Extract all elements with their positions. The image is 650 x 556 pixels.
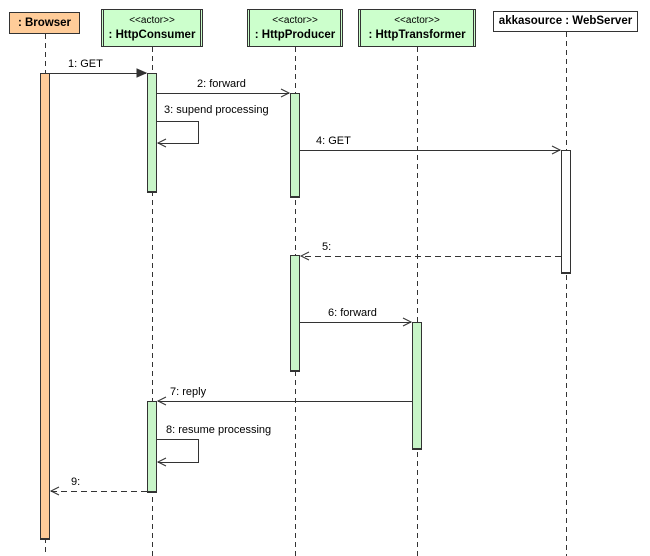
participant-http-producer: <<actor>> : HttpProducer (247, 9, 343, 47)
self-message-line-msg-8 (157, 439, 199, 463)
activation-bar-consumer-activation-2 (147, 401, 157, 493)
message-arrowhead-msg-6 (402, 317, 413, 327)
message-label-msg-7: 7: reply (170, 386, 207, 398)
participant-stereotype: <<actor>> (394, 14, 440, 26)
message-arrowhead-msg-1 (136, 68, 148, 78)
participant-webserver: akkasource : WebServer (493, 11, 638, 32)
participant-name: : Browser (17, 16, 72, 29)
activation-bar-transformer-activation (412, 322, 422, 450)
activation-bar-browser-activation (40, 73, 50, 540)
participant-name: akkasource : WebServer (498, 15, 633, 27)
message-arrowhead-msg-9 (49, 486, 60, 496)
message-label-msg-6: 6: forward (328, 307, 377, 319)
participant-http-transformer: <<actor>> : HttpTransformer (358, 9, 476, 47)
message-label-msg-1: 1: GET (68, 58, 103, 70)
activation-bar-producer-activation-2 (290, 255, 300, 372)
participant-http-consumer: <<actor>> : HttpConsumer (101, 9, 203, 47)
message-arrowhead-msg-2 (280, 88, 291, 98)
active-object-left-edge (249, 10, 250, 46)
participant-stereotype: <<actor>> (129, 14, 175, 26)
participant-name: : HttpProducer (254, 28, 336, 41)
message-label-msg-9: 9: (71, 476, 81, 488)
message-label-msg-3: 3: supend processing (164, 104, 269, 116)
message-arrowhead-msg-7 (156, 396, 167, 406)
message-label-msg-2: 2: forward (197, 78, 246, 90)
active-object-right-edge (200, 10, 201, 46)
self-message-line-msg-3 (157, 121, 199, 144)
participant-stereotype: <<actor>> (272, 14, 318, 26)
active-object-right-edge (473, 10, 474, 46)
participant-name: : HttpTransformer (368, 28, 466, 41)
message-label-msg-8: 8: resume processing (166, 424, 272, 436)
participant-name: : HttpConsumer (108, 28, 196, 41)
message-label-msg-5: 5: (322, 241, 332, 253)
active-object-left-edge (360, 10, 361, 46)
activation-bar-webserver-activation (561, 150, 571, 274)
activation-bar-consumer-activation-1 (147, 73, 157, 193)
activation-bar-producer-activation-1 (290, 93, 300, 198)
active-object-left-edge (103, 10, 104, 46)
message-arrowhead-msg-3 (156, 138, 167, 148)
message-label-msg-4: 4: GET (316, 135, 351, 147)
message-arrowhead-msg-8 (156, 457, 167, 467)
active-object-right-edge (340, 10, 341, 46)
message-arrowhead-msg-5 (299, 251, 310, 261)
participant-browser: : Browser (9, 12, 80, 34)
message-arrowhead-msg-4 (551, 145, 562, 155)
